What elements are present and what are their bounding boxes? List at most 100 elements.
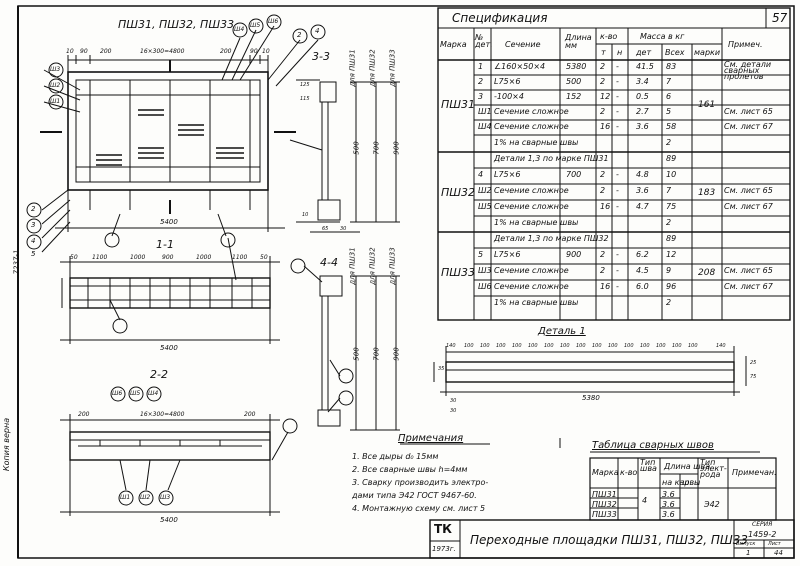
marker-22: Ш5 bbox=[130, 390, 141, 397]
spec-cell-det: 4 bbox=[478, 170, 484, 179]
detail-dim: 140 bbox=[446, 343, 456, 349]
detail-dim: 100 bbox=[576, 343, 586, 349]
spec-mark-total: 208 bbox=[698, 268, 716, 278]
detail-dim: 100 bbox=[544, 343, 554, 349]
detail-side: 75 bbox=[750, 374, 757, 380]
spec-cell-n: - bbox=[616, 266, 619, 275]
spec-cell-n: - bbox=[616, 170, 619, 179]
vert-dim-44: 700 bbox=[372, 347, 381, 361]
spec-cell-md: 3.6 bbox=[636, 122, 649, 131]
note-item: дами типа Э42 ГОСТ 9467-60. bbox=[352, 491, 477, 500]
spec-cell-t: 12 bbox=[600, 92, 611, 101]
spec-cell-ma: 6 bbox=[666, 92, 672, 101]
note-item: 2. Все сварные швы h=4мм bbox=[352, 465, 468, 474]
spec-cell-ma: 75 bbox=[666, 202, 677, 211]
spec-cell-sec: Детали 1,3 по марке ПШ31 bbox=[494, 154, 609, 163]
spec-cell-det: Ш2 bbox=[478, 186, 492, 195]
weld-head: к-во bbox=[620, 468, 638, 477]
spec-cell-ma: 12 bbox=[666, 250, 677, 259]
spec-cell-md: 0.5 bbox=[636, 92, 649, 101]
weld-sub: на кар bbox=[662, 478, 690, 487]
section22-total: 5400 bbox=[160, 516, 178, 524]
spec-mark: ПШ31 bbox=[441, 98, 476, 111]
spec-cell-det: 3 bbox=[478, 92, 484, 101]
spec-cell-md: 3.4 bbox=[636, 77, 649, 86]
vert-label: для ПШ32 bbox=[368, 49, 377, 87]
spec-cell-ma: 89 bbox=[666, 154, 677, 163]
plan-view bbox=[26, 14, 326, 253]
title-year: 1973г. bbox=[432, 545, 456, 553]
issue-value: 1 bbox=[746, 549, 751, 557]
spec-cell-n: - bbox=[616, 202, 619, 211]
spec-note-head: См. детали сварных пролетов bbox=[724, 60, 772, 81]
spec-cell-det: Ш5 bbox=[478, 202, 492, 211]
section-44-title: 4-4 bbox=[320, 256, 338, 269]
dim-11: 1100 bbox=[232, 254, 248, 261]
detail-dim: 100 bbox=[512, 343, 522, 349]
spec-cell-ma: 83 bbox=[666, 62, 677, 71]
spec-head-det: № дет. bbox=[475, 33, 493, 49]
spec-cell-sec: Сечение сложное bbox=[494, 202, 569, 211]
spec-cell-sec: L75×6 bbox=[494, 250, 521, 259]
spec-cell-n: - bbox=[616, 62, 619, 71]
spec-cell-det: 1 bbox=[478, 62, 484, 71]
spec-cell-sec: L75×6 bbox=[494, 77, 521, 86]
spec-cell-len: 700 bbox=[566, 170, 582, 179]
spec-cell-sec: Сечение сложное bbox=[494, 186, 569, 195]
vert-dim-33: 900 bbox=[392, 141, 401, 155]
weld-title: Таблица сварных швов bbox=[592, 440, 714, 451]
marker-sh1: Ш1 bbox=[50, 98, 61, 105]
detail-dim: 100 bbox=[640, 343, 650, 349]
section-11-title: 1-1 bbox=[156, 238, 174, 251]
spec-cell-n: - bbox=[616, 186, 619, 195]
callout-4: 4 bbox=[31, 237, 36, 245]
spec-cell-n: - bbox=[616, 250, 619, 259]
detail-dim: 100 bbox=[528, 343, 538, 349]
dim-top: 90 bbox=[250, 48, 258, 55]
section-2-2 bbox=[60, 386, 298, 516]
marker-sh4: Ш4 bbox=[234, 26, 245, 33]
spec-head-length: Длина мм bbox=[565, 33, 592, 50]
spec-cell-t: 2 bbox=[600, 266, 606, 275]
dim-22: 200 bbox=[244, 411, 256, 418]
detail-1 bbox=[433, 346, 747, 396]
dim-33: 30 bbox=[340, 226, 347, 232]
spec-cell-sec: Сечение сложное bbox=[494, 282, 569, 291]
section-4-4 bbox=[290, 258, 400, 431]
series-value: 1459-2 bbox=[748, 530, 777, 539]
dim-33: 65 bbox=[322, 226, 329, 232]
spec-cell-sec: 1% на сварные швы bbox=[494, 138, 579, 147]
detail-side: 30 bbox=[450, 398, 457, 404]
spec-cell-t: 2 bbox=[600, 77, 606, 86]
weld-count: 4 bbox=[642, 496, 648, 505]
spec-cell-ma: 58 bbox=[666, 122, 677, 131]
section-1-1 bbox=[60, 237, 280, 344]
dim-33: 125 bbox=[300, 82, 310, 88]
spec-cell-n: - bbox=[616, 122, 619, 131]
detail-dim: 100 bbox=[624, 343, 634, 349]
section-22-title: 2-2 bbox=[150, 368, 168, 381]
callout-2: 2 bbox=[297, 31, 302, 39]
spec-cell-len: 500 bbox=[566, 77, 582, 86]
spec-cell-ma: 89 bbox=[666, 234, 677, 243]
notes-title: Примечания bbox=[398, 433, 464, 444]
note-item: 4. Монтажную схему см. лист 5 bbox=[352, 504, 486, 513]
spec-cell-md: 4.7 bbox=[636, 202, 649, 211]
spec-cell-note: См. лист 67 bbox=[724, 122, 773, 131]
spec-cell-t: 2 bbox=[600, 186, 606, 195]
spec-cell-n: - bbox=[616, 92, 619, 101]
detail-dim: 100 bbox=[608, 343, 618, 349]
spec-cell-sec: Сечение сложное bbox=[494, 107, 569, 116]
spec-cell-ma: 5 bbox=[666, 107, 672, 116]
spec-cell-ma: 7 bbox=[666, 77, 672, 86]
section-33-title: 3-3 bbox=[312, 50, 330, 63]
issue-label: Выпуск bbox=[736, 541, 756, 547]
spec-cell-ma: 7 bbox=[666, 186, 672, 195]
detail-dim: 100 bbox=[480, 343, 490, 349]
detail-dim: 100 bbox=[672, 343, 682, 349]
left-stamp-bottom: Копия верна bbox=[2, 417, 12, 472]
spec-cell-sec: 1% на сварные швы bbox=[494, 218, 579, 227]
dim-33: 115 bbox=[300, 96, 310, 102]
spec-mark: ПШ32 bbox=[441, 186, 476, 199]
